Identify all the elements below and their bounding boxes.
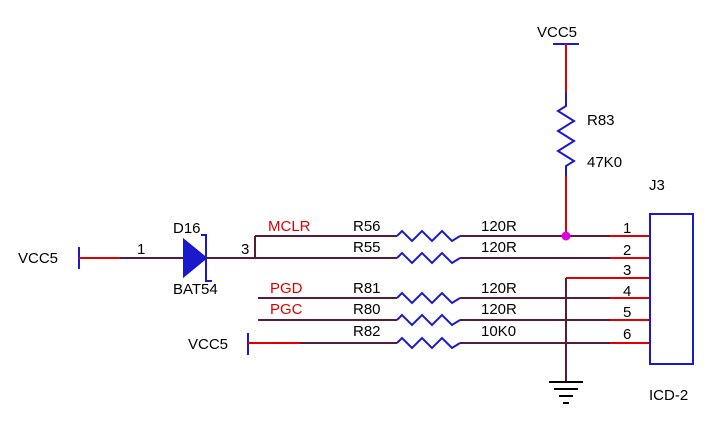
r83-ref: R83 (587, 112, 615, 129)
vcc-left-label: VCC5 (18, 250, 58, 267)
ground-symbol (549, 381, 583, 404)
connector-value: ICD-2 (649, 387, 688, 404)
r83-value: 47K0 (587, 154, 622, 171)
connector-pin-4: 4 (623, 283, 631, 300)
r80-resistor (396, 313, 461, 327)
vcc-top-label: VCC5 (537, 24, 577, 41)
mclr-junction-dot (561, 231, 571, 241)
diode-ref: D16 (173, 220, 201, 237)
r82-value: 10K0 (481, 323, 516, 340)
connector-pin-2: 2 (623, 242, 631, 259)
r81-resistor (396, 291, 461, 305)
connector-pin-3: 3 (623, 262, 631, 279)
r55-ref: R55 (353, 239, 381, 256)
r80-ref: R80 (353, 301, 381, 318)
r81-ref: R81 (353, 280, 381, 297)
r56-resistor (396, 229, 461, 243)
diode-triangle (183, 237, 208, 279)
connector-ref: J3 (649, 177, 665, 194)
vcc-bottom-label: VCC5 (188, 336, 228, 353)
net-pgc-label: PGC (270, 301, 303, 318)
connector-pin-5: 5 (623, 304, 631, 321)
r55-value: 120R (481, 239, 517, 256)
diode-pin-anode: 1 (137, 241, 145, 258)
r55-resistor (396, 251, 461, 265)
connector-pin-1: 1 (623, 220, 631, 237)
r56-ref: R56 (353, 218, 381, 235)
r81-value: 120R (481, 280, 517, 297)
r56-value: 120R (481, 218, 517, 235)
r82-ref: R82 (353, 323, 381, 340)
diode-value: BAT54 (173, 281, 218, 298)
connector-j3-body (649, 213, 694, 365)
r82-resistor (396, 336, 461, 350)
r80-value: 120R (481, 301, 517, 318)
connector-pin-6: 6 (623, 326, 631, 343)
net-mclr-label: MCLR (268, 218, 311, 235)
r83-resistor (556, 92, 576, 176)
diode-pin-cathode: 3 (241, 241, 249, 258)
net-pgd-label: PGD (270, 280, 303, 297)
